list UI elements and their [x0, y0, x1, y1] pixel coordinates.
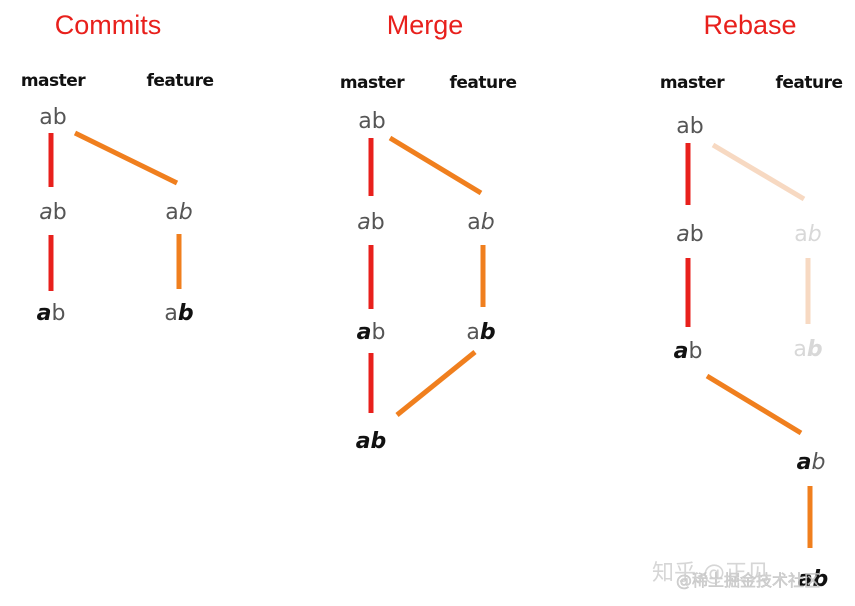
- merge-feature-label: feature: [449, 73, 516, 93]
- merge-title: Merge: [387, 10, 464, 40]
- rebase-title: Rebase: [703, 10, 796, 40]
- merge-column: Merge master feature ab ab ab ab ab ab: [340, 10, 517, 454]
- commits-node-master-3: ab: [37, 301, 66, 326]
- commits-branch-edge: [73, 130, 179, 186]
- watermark: 知乎 @正见 @稀土掘金技术社区: [652, 561, 820, 590]
- rebase-feature-label: feature: [775, 73, 842, 93]
- merge-node-master-1: ab: [358, 109, 385, 134]
- rebase-master-label: master: [660, 73, 725, 93]
- rebase-node-old-feature-2: ab: [793, 337, 822, 362]
- rebase-column: Rebase master feature ab ab ab ab ab ab …: [660, 10, 843, 592]
- merge-master-label: master: [340, 73, 405, 93]
- commits-title: Commits: [55, 10, 162, 40]
- commits-feature-label: feature: [146, 71, 213, 91]
- rebase-new-branch-edge: [705, 373, 803, 436]
- commits-node-master-2: ab: [39, 200, 66, 225]
- rebase-node-new-feature-1: ab: [797, 450, 826, 475]
- rebase-node-old-feature-1: ab: [794, 222, 821, 247]
- merge-node-feature-2: ab: [466, 320, 495, 345]
- commits-master-label: master: [21, 71, 86, 91]
- rebase-node-new-feature-2: ab: [798, 567, 829, 592]
- commits-node-feature-1: ab: [165, 200, 192, 225]
- merge-node-feature-1: ab: [467, 210, 494, 235]
- commits-node-feature-2: ab: [164, 301, 193, 326]
- watermark-line-1: 知乎 @正见: [652, 561, 769, 586]
- merge-node-merge-commit: ab: [356, 429, 387, 454]
- commits-node-master-1: ab: [39, 105, 66, 130]
- commits-column: Commits master feature ab ab ab ab ab: [21, 10, 214, 326]
- merge-node-master-2: ab: [357, 210, 384, 235]
- rebase-old-branch-edge: [711, 142, 806, 202]
- rebase-node-master-1: ab: [676, 114, 703, 139]
- rebase-node-master-2: ab: [676, 222, 703, 247]
- merge-branch-edge: [388, 135, 483, 196]
- merge-node-master-3: ab: [357, 320, 386, 345]
- watermark-line-2: @稀土掘金技术社区: [676, 571, 820, 590]
- rebase-node-master-3: ab: [674, 339, 703, 364]
- merge-join-edge: [395, 350, 477, 417]
